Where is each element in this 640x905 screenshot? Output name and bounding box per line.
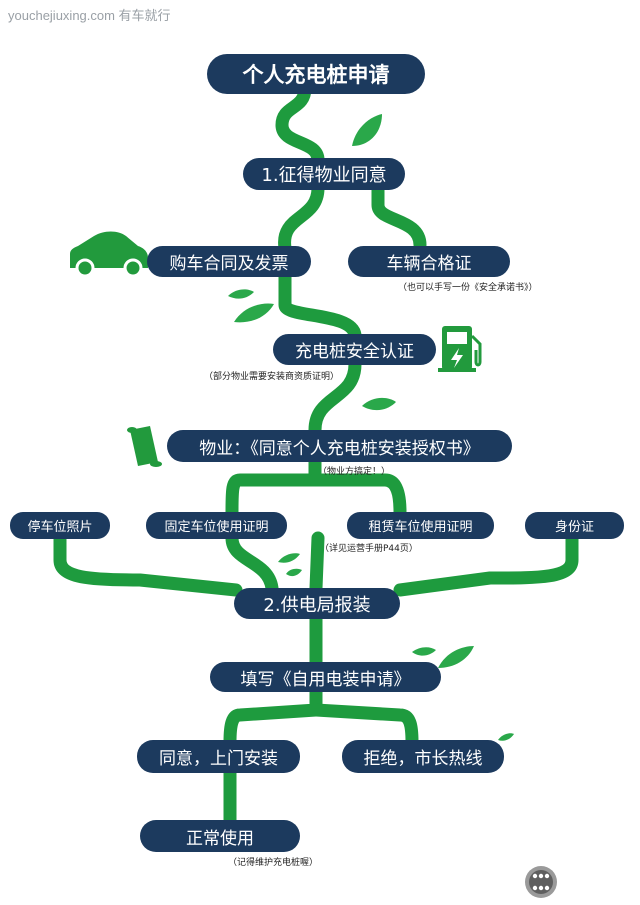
vine-connector xyxy=(230,690,316,742)
vine-connector xyxy=(232,538,272,588)
vehicle-cert-note: （也可以手写一份《安全承诺书》） xyxy=(398,280,538,293)
leaf-icon xyxy=(362,398,396,410)
safety-cert-note: （部分物业需要安装商资质证明） xyxy=(204,369,339,382)
vine-connector xyxy=(316,538,318,588)
leaf-icon xyxy=(228,289,254,298)
leaf-icon xyxy=(278,553,300,562)
reject-node: 拒绝，市长热线 xyxy=(342,740,504,773)
property-auth-node: 物业：《同意个人充电桩安装授权书》 xyxy=(167,430,512,462)
step1-node: 1.征得物业同意 xyxy=(243,158,405,190)
vine-connector xyxy=(316,710,412,742)
vine-connector xyxy=(315,480,400,512)
vine-connector xyxy=(285,188,318,248)
car-icon xyxy=(70,232,148,277)
vine-connector xyxy=(400,538,572,590)
purchase-contract-node: 购车合同及发票 xyxy=(147,246,311,277)
leaf-icon xyxy=(438,646,474,668)
vine-connector xyxy=(232,462,315,512)
normal-use-note: （记得维护充电桩喔） xyxy=(228,855,318,868)
normal-use-node: 正常使用 xyxy=(140,820,300,852)
rented-parking-note: （详见运营手册P44页） xyxy=(320,541,418,554)
scroll-icon xyxy=(127,426,162,467)
leaf-icon xyxy=(498,733,514,741)
property-auth-note: （物业方搞定！） xyxy=(318,464,390,477)
safety-cert-node: 充电桩安全认证 xyxy=(273,334,436,365)
fill-form-node: 填写《自用电装申请》 xyxy=(210,662,441,692)
parking-photo-node: 停车位照片 xyxy=(10,512,110,539)
vehicle-cert-node: 车辆合格证 xyxy=(348,246,510,277)
id-card-node: 身份证 xyxy=(525,512,624,539)
leaf-icon xyxy=(286,569,302,576)
vine-connector xyxy=(285,276,355,335)
vine-connector xyxy=(282,88,318,160)
step2-node: 2.供电局报装 xyxy=(234,588,400,619)
leaf-icon xyxy=(234,304,274,323)
rented-parking-node: 租赁车位使用证明 xyxy=(347,512,494,539)
leaf-icon xyxy=(412,647,436,655)
vine-connector xyxy=(378,188,420,245)
gear-shift-icon xyxy=(525,866,557,898)
approve-node: 同意，上门安装 xyxy=(137,740,300,773)
leaf-icon xyxy=(352,114,382,146)
charging-station-icon xyxy=(438,326,480,372)
vine-connector xyxy=(60,538,236,590)
fixed-parking-node: 固定车位使用证明 xyxy=(146,512,287,539)
watermark-text: youchejiuxing.com 有车就行 xyxy=(8,5,171,24)
title-node: 个人充电桩申请 xyxy=(207,54,425,94)
